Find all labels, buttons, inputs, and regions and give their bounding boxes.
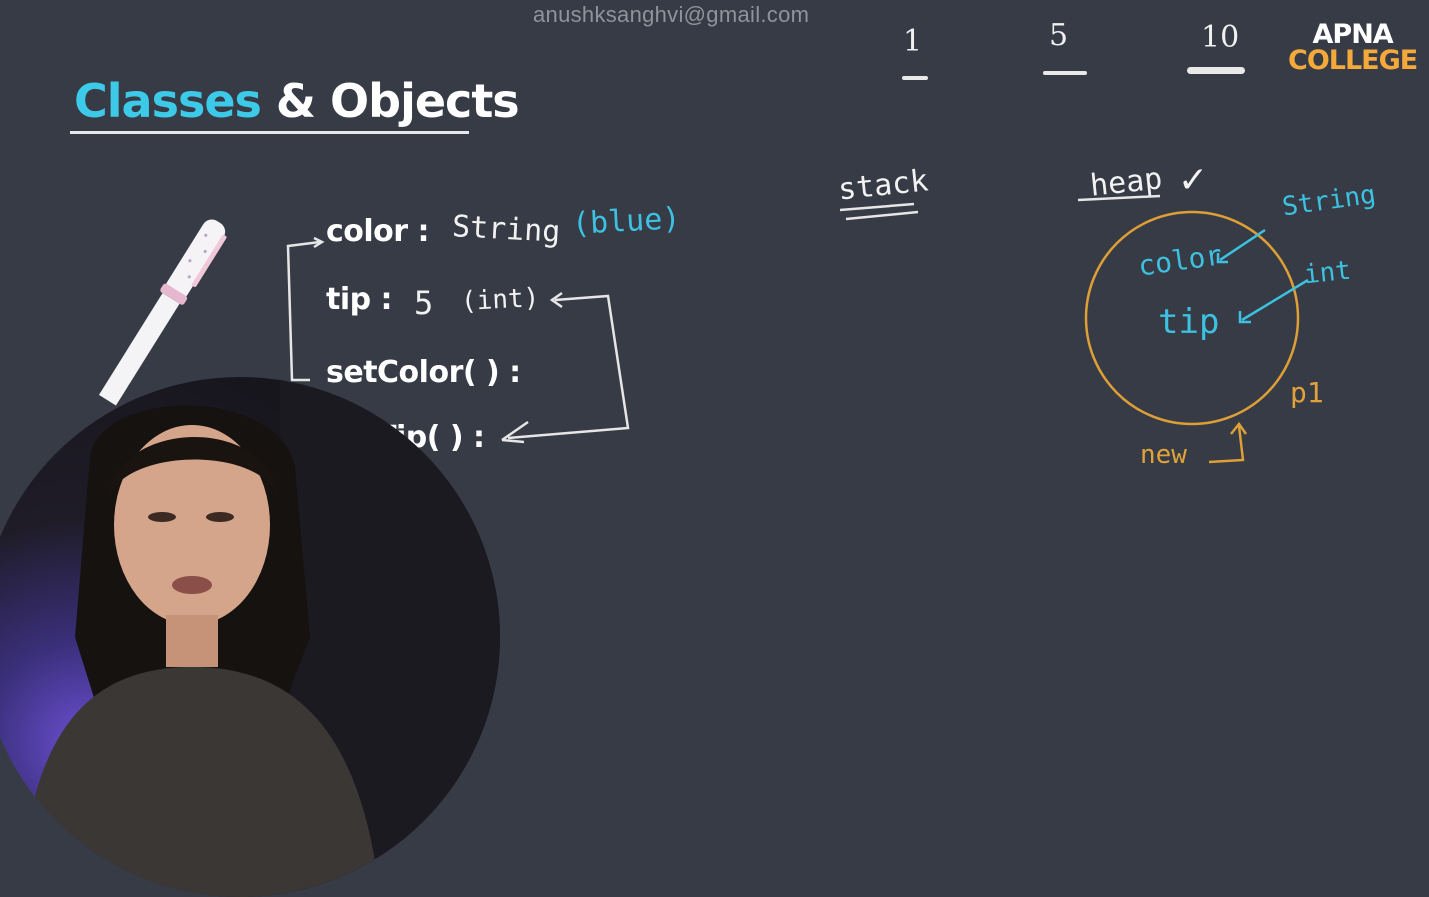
title-classes: Classes — [74, 74, 262, 128]
title-underline — [70, 131, 469, 134]
presenter-webcam — [0, 377, 500, 897]
heap-int-label: int — [1302, 255, 1353, 291]
email-watermark: anushksanghvi@gmail.com — [533, 2, 810, 27]
rating-option-5[interactable]: 5 — [1049, 18, 1068, 53]
member-color: color : — [326, 214, 430, 249]
rating-label: 10 — [1201, 20, 1240, 55]
rating-label: 1 — [903, 24, 923, 59]
arrow-connectors — [286, 236, 630, 444]
rating-option-10[interactable]: 10 — [1201, 20, 1239, 55]
pen-icon — [98, 219, 227, 406]
presenter-avatar — [20, 377, 500, 897]
rating-label: 5 — [1049, 18, 1069, 53]
heap-string-label: String — [1280, 179, 1378, 223]
logo-line-1: APNA — [1312, 19, 1394, 50]
member-tip: tip : — [326, 282, 393, 317]
heap-underline — [1077, 194, 1161, 202]
logo-line-2: COLLEGE — [1288, 45, 1418, 76]
heap-object-circle — [1084, 210, 1309, 426]
new-keyword-label: new — [1140, 440, 1187, 470]
heap-obj-tip: tip — [1158, 302, 1220, 342]
heap-check-icon: ✓ — [1178, 160, 1209, 201]
page-title: Classes & Objects — [74, 74, 520, 128]
apna-college-logo: APNA COLLEGE — [1288, 19, 1418, 76]
stack-underline — [839, 202, 919, 221]
annotation-tip-value: 5 — [414, 284, 434, 322]
rating-underline — [1043, 71, 1087, 75]
rating-option-1[interactable]: 1 — [903, 24, 922, 59]
rating-underline-selected — [1187, 67, 1245, 74]
heap-obj-name: p1 — [1290, 376, 1324, 409]
title-objects: & Objects — [260, 74, 520, 128]
new-arrow-icon — [1208, 421, 1248, 464]
member-set-color: setColor( ) : — [326, 355, 521, 390]
rating-underline — [902, 76, 928, 80]
